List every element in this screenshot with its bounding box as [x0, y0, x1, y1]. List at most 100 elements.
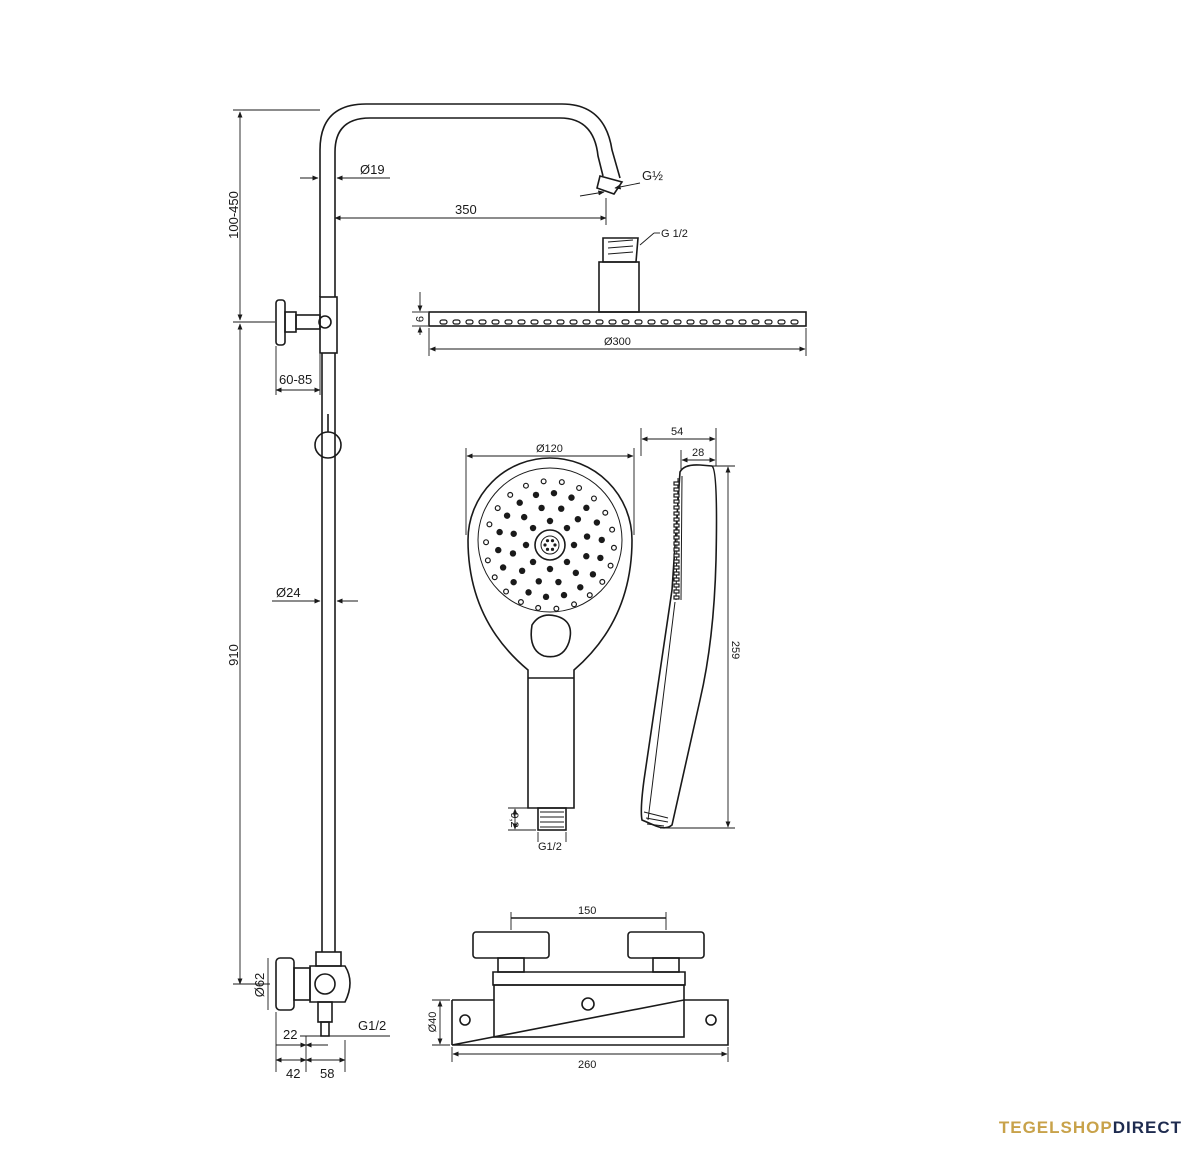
handset-nozzle — [494, 505, 501, 512]
head-nozzle — [764, 319, 773, 325]
head-nozzle — [478, 319, 487, 325]
handset-nozzle — [563, 524, 571, 532]
dim-offset-b: 42 — [286, 1066, 300, 1081]
handset-side-nozzles — [673, 481, 680, 600]
mixer-outlet — [581, 997, 595, 1011]
head-nozzle — [491, 319, 500, 325]
side-nozzle — [673, 523, 680, 528]
handset-nozzle — [550, 489, 558, 497]
head-nozzle — [452, 319, 461, 325]
side-nozzle — [673, 505, 680, 510]
handset-nozzle — [499, 564, 507, 571]
handset-nozzle — [491, 574, 498, 581]
handset-nozzle — [483, 539, 490, 546]
side-nozzle — [673, 517, 680, 522]
side-nozzle — [673, 493, 680, 498]
dim-riser-height: 910 — [226, 644, 241, 666]
side-nozzle — [673, 541, 680, 546]
handset-nozzle — [572, 569, 580, 577]
handset-nozzle — [586, 592, 593, 599]
dim-arm-length: 350 — [455, 202, 477, 217]
brand-part-1: TEGELSHOP — [998, 1118, 1113, 1137]
side-nozzle — [673, 559, 680, 564]
head-nozzles — [439, 319, 799, 325]
side-nozzle — [673, 481, 680, 486]
side-nozzle — [673, 583, 680, 588]
side-nozzle — [673, 499, 680, 504]
connector-thread — [320, 1021, 330, 1037]
handset-nozzle — [574, 515, 582, 523]
handset-nozzle — [593, 519, 601, 526]
head-nozzle — [777, 319, 786, 325]
dim-handset-depth-inner: 28 — [692, 447, 704, 459]
handset-front-dimensions: Ø120 9,2 G1/2 — [465, 443, 635, 853]
shower-riser — [275, 103, 624, 1037]
connector-wall-plate — [275, 957, 295, 1011]
head-nozzle — [543, 319, 552, 325]
head-nozzle — [686, 319, 695, 325]
dim-connector-diameter: Ø62 — [252, 973, 267, 998]
handset-nozzle — [560, 591, 568, 599]
side-nozzle — [673, 535, 680, 540]
handset-nozzle — [529, 558, 537, 566]
handset-nozzle — [535, 578, 542, 585]
handset-nozzle — [518, 567, 526, 575]
handset-nozzle — [583, 504, 590, 512]
head-nozzle — [595, 319, 604, 325]
handset-nozzle — [577, 584, 584, 591]
dim-handset-thread-length: 9,2 — [508, 812, 520, 827]
head-nozzle — [530, 319, 539, 325]
mixer-stem-left — [497, 957, 525, 973]
head-nozzle — [725, 319, 734, 325]
head-nozzle — [517, 319, 526, 325]
dim-handset-thread: G1/2 — [538, 841, 562, 853]
dim-outlet-thread: G½ — [642, 168, 663, 183]
head-nozzle — [569, 319, 578, 325]
side-nozzle — [673, 547, 680, 552]
handset-nozzle — [503, 512, 511, 519]
mixer-dimensions: 150 Ø40 260 — [427, 905, 729, 1071]
handset-nozzle — [522, 541, 530, 549]
mixer-handle-left — [472, 931, 550, 959]
head-nozzle — [660, 319, 669, 325]
handset-outline — [467, 457, 633, 809]
handset-nozzle — [503, 588, 510, 595]
arm-outline-outer — [319, 103, 621, 297]
handset-nozzle — [576, 484, 583, 491]
side-nozzle — [673, 595, 680, 600]
handset-nozzle — [563, 558, 571, 566]
side-nozzle — [673, 511, 680, 516]
head-nozzle — [790, 319, 799, 325]
mixer-handle-right — [627, 931, 705, 959]
centre-nozzle — [553, 543, 557, 547]
handset-nozzle — [542, 593, 550, 601]
handset-nozzle — [589, 571, 597, 578]
clamp-screw — [318, 315, 332, 329]
handset-nozzle — [597, 554, 604, 562]
head-nozzle — [634, 319, 643, 325]
handset-nozzle — [540, 478, 547, 485]
head-nozzle — [699, 319, 708, 325]
handset-thread — [537, 807, 567, 831]
handset-nozzle — [609, 526, 616, 533]
handset-nozzle — [568, 494, 575, 501]
handset-nozzle — [535, 604, 542, 611]
handset-nozzle — [509, 550, 517, 557]
handset-nozzle — [558, 505, 565, 512]
handset-nozzle — [583, 553, 590, 560]
side-nozzle — [673, 577, 680, 582]
handset-nozzle — [520, 513, 528, 521]
handset-nozzle — [486, 521, 493, 528]
centre-nozzle — [543, 543, 547, 547]
head-nozzle — [751, 319, 760, 325]
head-nozzle — [712, 319, 721, 325]
handset-face — [477, 467, 623, 613]
handset-nozzle — [553, 605, 560, 612]
dim-handset-depth: 54 — [671, 426, 683, 438]
handset-side-dimensions: 54 28 259 — [640, 426, 741, 829]
riser-collar — [315, 951, 342, 967]
handset-nozzle — [525, 589, 532, 596]
handset-nozzle — [507, 491, 514, 498]
centre-nozzle — [550, 547, 555, 551]
dim-offset-a: 22 — [283, 1027, 297, 1042]
